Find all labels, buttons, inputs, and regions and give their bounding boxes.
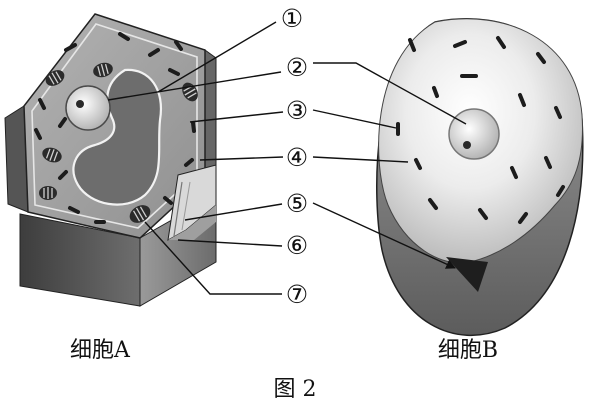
leader-lines xyxy=(107,21,467,295)
label-4: ④ xyxy=(286,143,308,172)
label-5: ⑤ xyxy=(286,189,308,218)
mitochondrion xyxy=(536,52,546,64)
chloroplast-grana xyxy=(187,92,197,99)
chloroplast-grana xyxy=(53,151,59,162)
mitochondrion xyxy=(118,32,130,41)
mitochondrion xyxy=(408,38,416,52)
figure-caption: 图 2 xyxy=(274,377,317,402)
leader-6-a xyxy=(177,239,283,247)
mitochondrion xyxy=(191,121,196,133)
leader-3-b xyxy=(312,109,397,129)
cell-b-cut-wedge xyxy=(446,257,488,292)
chloroplast-grana xyxy=(100,64,106,76)
chloroplast-grana xyxy=(104,63,109,74)
mitochondrion xyxy=(554,106,562,119)
mitochondrion xyxy=(518,93,526,107)
label-6: ⑥ xyxy=(286,231,308,260)
cell-wall-layer xyxy=(173,181,183,237)
chloroplast-grana xyxy=(132,210,141,222)
chloroplast xyxy=(45,70,65,86)
chloroplast-grana xyxy=(51,72,59,84)
nucleus-b xyxy=(448,108,500,160)
chloroplast-grana xyxy=(184,88,196,96)
mitochondrion xyxy=(58,117,67,128)
chloroplast xyxy=(93,62,113,78)
chloroplast-grana xyxy=(45,148,51,159)
mitochondrion xyxy=(544,156,552,169)
mitochondrion xyxy=(163,196,173,205)
number-labels: ① ② ③ ④ ⑤ ⑥ ⑦ xyxy=(281,4,308,309)
cell-a-membrane xyxy=(31,23,198,229)
cell-b xyxy=(376,18,584,337)
leader-2-b xyxy=(313,62,467,125)
mitochondrion xyxy=(518,212,528,224)
leader-3-a xyxy=(189,111,284,123)
nucleolus-b xyxy=(463,141,471,149)
mitochondrion xyxy=(64,43,77,52)
chloroplast-grana xyxy=(97,66,102,77)
chloroplast-grana xyxy=(55,71,62,81)
label-1: ① xyxy=(281,4,303,33)
leader-4-a xyxy=(199,156,284,161)
leader-2-a xyxy=(107,71,282,101)
cell-a-cutaway-shadow xyxy=(168,205,216,240)
cell-a xyxy=(4,13,217,307)
mitochondrion xyxy=(510,166,518,179)
nucleus-a xyxy=(65,85,111,131)
mitochondrion xyxy=(478,208,488,220)
mitochondrion xyxy=(34,128,42,140)
chloroplast-grana xyxy=(48,75,55,85)
mitochondrion xyxy=(184,158,194,167)
mitochondrion xyxy=(496,36,506,49)
caption-cell-b: 细胞B xyxy=(438,338,498,363)
chloroplast xyxy=(39,186,57,200)
mitochondrion xyxy=(432,86,439,98)
mitochondrion xyxy=(168,68,180,76)
vacuole xyxy=(72,68,163,206)
label-2: ② xyxy=(286,53,308,82)
mitochondrion xyxy=(58,170,68,180)
cell-a-right-edge xyxy=(204,49,217,183)
chloroplast-grana xyxy=(49,149,55,161)
chloroplast-grana xyxy=(135,207,145,221)
mitochondrion xyxy=(148,48,160,57)
chloroplast-grana xyxy=(139,206,148,218)
mitochondrion xyxy=(68,206,80,214)
chloroplast xyxy=(129,205,151,223)
mitochondrion xyxy=(414,158,422,170)
nucleolus-a xyxy=(76,100,84,108)
cell-wall-layer xyxy=(181,181,191,231)
mitochondrion xyxy=(556,185,565,197)
leader-5-a xyxy=(184,203,283,221)
label-7: ⑦ xyxy=(286,280,308,309)
mitochondrion xyxy=(38,98,46,110)
label-3: ③ xyxy=(286,96,308,125)
leader-1-a xyxy=(157,21,277,93)
mitochondrion xyxy=(453,40,467,48)
leader-5-b xyxy=(312,202,456,269)
leader-4-b xyxy=(312,156,409,163)
mitochondrion xyxy=(428,198,438,210)
leader-7-a xyxy=(144,221,282,295)
chloroplast xyxy=(42,147,62,163)
mitochondrion xyxy=(174,40,183,51)
caption-cell-a: 细胞A xyxy=(70,338,131,363)
